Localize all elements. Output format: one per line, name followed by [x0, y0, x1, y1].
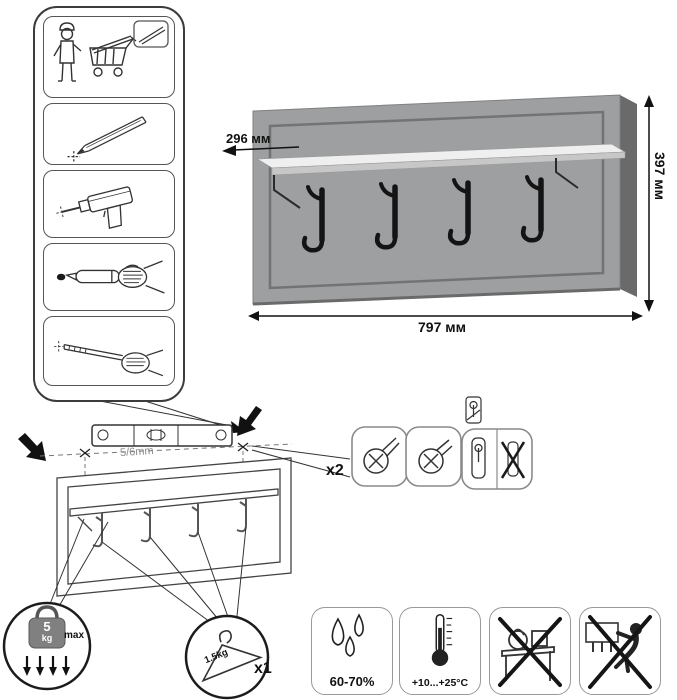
shelf-bracket-left [273, 175, 301, 209]
shelf-front-edge [271, 151, 626, 176]
step-insert-fastener [43, 316, 175, 386]
no-heavy-objects-icon [498, 617, 562, 687]
step-dowel-glue [43, 243, 175, 311]
hanger-load-badge [184, 614, 270, 700]
panel-frame-line [268, 110, 605, 290]
temperature-box: +10...+25°C [399, 607, 481, 695]
no-leaning-box [579, 607, 661, 695]
drill-icon [56, 186, 133, 229]
wrong-bracket-crossed-icon [500, 441, 526, 479]
no-heavy-objects-box [489, 607, 571, 695]
max-load-unit: kg [41, 633, 53, 643]
spirit-level-icon [91, 424, 233, 447]
panel-front-face [252, 94, 621, 305]
step-marking [43, 103, 175, 165]
weight-handle [35, 605, 59, 620]
dim-width-label: 797 мм [418, 319, 466, 335]
fastener-qty-label: x2 [326, 462, 344, 479]
bold-arrow-right [237, 406, 262, 436]
assembly-diagram [18, 400, 351, 623]
person-with-cart-icon [53, 20, 169, 82]
max-load-badge [2, 601, 92, 691]
bold-arrow-left [18, 433, 46, 461]
tools-panel [33, 6, 185, 402]
screw-head-icon [418, 439, 453, 474]
insert-fastener-icon [54, 340, 164, 377]
bracket-profile-icon [471, 437, 486, 479]
down-arrows [23, 656, 70, 676]
max-load-value: 5 [43, 619, 51, 634]
drill-marks [79, 442, 249, 458]
hanger-icon [201, 629, 263, 683]
weight-icon [28, 617, 66, 649]
step-drilling [43, 170, 175, 238]
glue-dowel-icon [56, 260, 165, 294]
rack-outline-drawing [56, 457, 292, 597]
pencil-marking-icon [67, 116, 147, 162]
keyhole-bracket-icon [465, 396, 482, 424]
temperature-label: +10...+25°C [411, 677, 469, 689]
dim-height-label: 397 мм [652, 152, 668, 200]
dimension-arrows [222, 95, 654, 321]
humidity-box: 60-70% [311, 607, 393, 695]
step-transport [43, 16, 175, 98]
max-load-note: max [64, 630, 85, 641]
shelf-bracket-right [555, 158, 579, 189]
hook-qty-label: x1 [254, 660, 272, 677]
thermometer-icon [431, 613, 453, 667]
humidity-drops-icon [331, 613, 364, 657]
humidity-label: 60-70% [329, 674, 375, 689]
no-leaning-icon [585, 615, 652, 689]
drill-size-label: 5/6mm [119, 444, 155, 460]
screw-head-icon [363, 437, 400, 474]
panel-side-face [620, 95, 637, 297]
dim-depth-label: 296 мм [226, 131, 271, 146]
wall-fastener-icons [351, 396, 533, 490]
coat-hooks [301, 175, 544, 253]
coat-rack-render [252, 94, 637, 306]
